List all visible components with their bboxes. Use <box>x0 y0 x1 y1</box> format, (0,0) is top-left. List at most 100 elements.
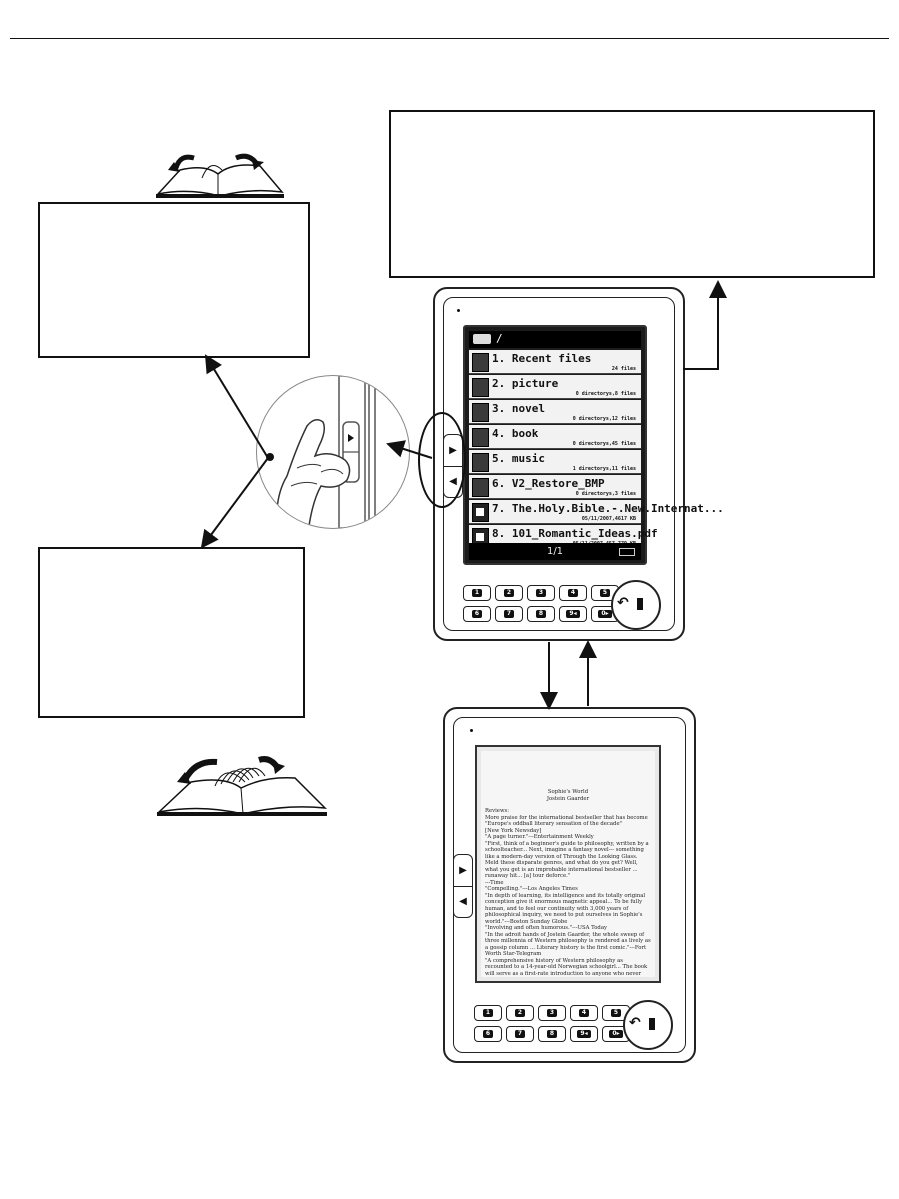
file-name: 7. The.Holy.Bible.-.New.Internat... <box>492 502 724 515</box>
reader-text-line: "In depth of learning, its intelligence … <box>485 892 646 925</box>
key-7-button[interactable]: 7 <box>495 606 523 622</box>
file-meta: 24 files <box>611 366 636 372</box>
document-icon <box>472 528 489 547</box>
page-indicator: 1/1 <box>546 546 564 557</box>
key-label: 2 <box>503 589 515 597</box>
reader-text-area: Sophie's World Jostein Gaarder Reviews:M… <box>481 751 655 977</box>
screen-footer: 1/1 <box>469 543 641 560</box>
key-label: 3 <box>546 1009 558 1017</box>
reader-page: Sophie's World Jostein Gaarder Reviews:M… <box>475 745 661 983</box>
file-meta: 1 directorys,11 files <box>572 466 636 472</box>
bookmark-icon <box>637 598 643 610</box>
key-3-button-lower[interactable]: 3 <box>538 1005 566 1021</box>
key-label: 5 <box>599 589 611 597</box>
folder-icon <box>472 428 489 447</box>
book-author: Jostein Gaarder <box>546 795 590 802</box>
key-label: 1 <box>471 589 483 597</box>
key-label: 6 <box>471 610 483 618</box>
file-list-item[interactable]: 3. novel 0 directorys,12 files <box>469 400 641 424</box>
key-label: 1 <box>482 1009 494 1017</box>
file-list-item[interactable]: 4. book 0 directorys,45 files <box>469 425 641 449</box>
reader-text-line: ---Time <box>485 879 504 886</box>
indicator-led <box>457 309 460 312</box>
file-meta: 0 directorys,12 files <box>572 416 636 422</box>
arrow-to-upper-callout <box>204 354 269 459</box>
folder-icon <box>472 353 489 372</box>
return-icon-lower: ↶ <box>629 1015 641 1031</box>
arrow-between-closeup-and-device <box>386 440 433 459</box>
page-turn-single-icon <box>155 153 284 198</box>
reader-text-line: "Involving and often humorous."---USA To… <box>485 925 607 931</box>
key-1-button-lower[interactable]: 1 <box>474 1005 502 1021</box>
key-3-button[interactable]: 3 <box>527 585 555 601</box>
bookmark-icon-lower <box>649 1018 655 1030</box>
key-4-button[interactable]: 4 <box>559 585 587 601</box>
file-name: 6. V2_Restore_BMP <box>492 477 605 490</box>
file-meta: 05/11/2007,4617 KB <box>581 516 636 522</box>
ebook-reader-text-view: Sophie's World Jostein Gaarder Reviews:M… <box>443 707 696 1063</box>
reader-text-line: Reviews: <box>485 808 509 814</box>
file-name: 5. music <box>492 452 545 465</box>
key-4-button-lower[interactable]: 4 <box>570 1005 598 1021</box>
key-label: 9◂ <box>566 610 580 618</box>
file-name: 2. picture <box>492 377 559 390</box>
key-label: 8 <box>535 610 547 618</box>
key-9-button-lower[interactable]: 9◂ <box>570 1026 598 1042</box>
key-7-button-lower[interactable]: 7 <box>506 1026 534 1042</box>
battery-icon <box>619 548 635 556</box>
header-rule <box>10 38 889 39</box>
page-back-button-lower[interactable]: ◀ <box>459 896 467 907</box>
key-8-button[interactable]: 8 <box>527 606 555 622</box>
folder-icon <box>472 378 489 397</box>
file-name: 4. book <box>492 427 539 440</box>
key-label: 0▸ <box>598 610 612 618</box>
page-turn-fast-icon <box>156 756 328 816</box>
key-1-button[interactable]: 1 <box>463 585 491 601</box>
key-label: 2 <box>514 1009 526 1017</box>
reader-text-line: "Compelling."---Los Angeles Times <box>485 886 578 892</box>
navigation-dial[interactable]: ↶ <box>611 580 661 630</box>
file-list-item[interactable]: 7. The.Holy.Bible.-.New.Internat...05/11… <box>469 500 724 524</box>
file-meta: 0 directorys,3 files <box>575 491 636 497</box>
key-label: 0▸ <box>609 1030 623 1038</box>
side-page-buttons-lower[interactable]: ▶ ◀ <box>453 854 473 918</box>
document-icon <box>472 503 489 522</box>
reader-text-line: "A comprehensive history of Western phil… <box>485 957 648 977</box>
indicator-led-lower <box>470 729 473 732</box>
key-6-button[interactable]: 6 <box>463 606 491 622</box>
reader-text-line: More praise for the international bestse… <box>485 814 648 828</box>
key-2-button[interactable]: 2 <box>495 585 523 601</box>
key-label: 4 <box>567 589 579 597</box>
arrow-to-lower-callout <box>200 457 269 549</box>
book-title: Sophie's World <box>547 789 589 795</box>
key-6-button-lower[interactable]: 6 <box>474 1026 502 1042</box>
page-forward-button-lower[interactable]: ▶ <box>454 855 472 887</box>
side-button-highlight-ellipse <box>418 412 466 508</box>
key-9-button[interactable]: 9◂ <box>559 606 587 622</box>
callout-box-left-lower <box>38 547 305 718</box>
reader-text-line: "First, think of a beginner's guide to p… <box>485 840 649 880</box>
key-label: 9◂ <box>577 1030 591 1038</box>
file-name: 3. novel <box>492 402 545 415</box>
folder-icon <box>472 403 489 422</box>
reader-text-line: "In the adroit hands of Jostein Gaarder,… <box>485 931 651 958</box>
callout-box-top-right <box>389 110 875 278</box>
folder-icon <box>472 453 489 472</box>
file-meta: 0 directorys,45 files <box>572 441 636 447</box>
folder-icon <box>472 478 489 497</box>
arrow-to-top-callout <box>683 280 727 370</box>
key-2-button-lower[interactable]: 2 <box>506 1005 534 1021</box>
key-label: 7 <box>514 1030 526 1038</box>
key-8-button-lower[interactable]: 8 <box>538 1026 566 1042</box>
hand-pressing-side-button-illustration <box>256 375 410 529</box>
navigation-dial-lower[interactable]: ↶ <box>623 1000 673 1050</box>
file-list-item[interactable]: 5. music 1 directorys,11 files <box>469 450 641 474</box>
key-label: 4 <box>578 1009 590 1017</box>
key-label: 6 <box>482 1030 494 1038</box>
pen-icon <box>473 334 491 344</box>
